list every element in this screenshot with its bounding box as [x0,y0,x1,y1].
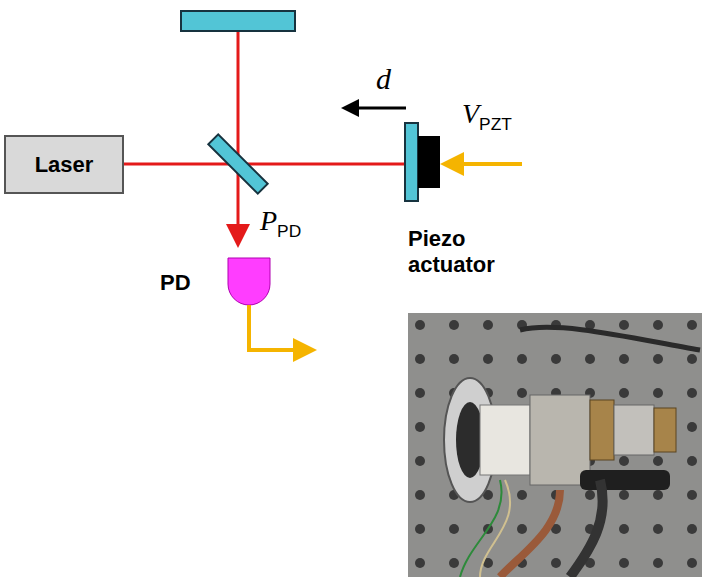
part-name: Piezo actuator [408,226,508,279]
laser-beam [124,163,405,166]
part-name: PD [160,270,191,296]
signal-name: PPD [260,205,301,242]
signal-name: VPZT [462,98,512,135]
photodiode [228,258,270,305]
mirror [181,11,295,31]
mirror [405,123,418,201]
photo-inset [408,313,702,577]
laser-box: Laser [4,135,124,194]
voltage-wire [452,162,522,166]
piezo-actuator [418,136,440,188]
displacement-label: d [376,62,391,96]
signal-wire [249,305,305,350]
node-label: Laser [35,152,94,178]
displacement-arrow [350,107,406,110]
laser-beam [237,31,240,164]
beam-splitter [208,134,267,193]
